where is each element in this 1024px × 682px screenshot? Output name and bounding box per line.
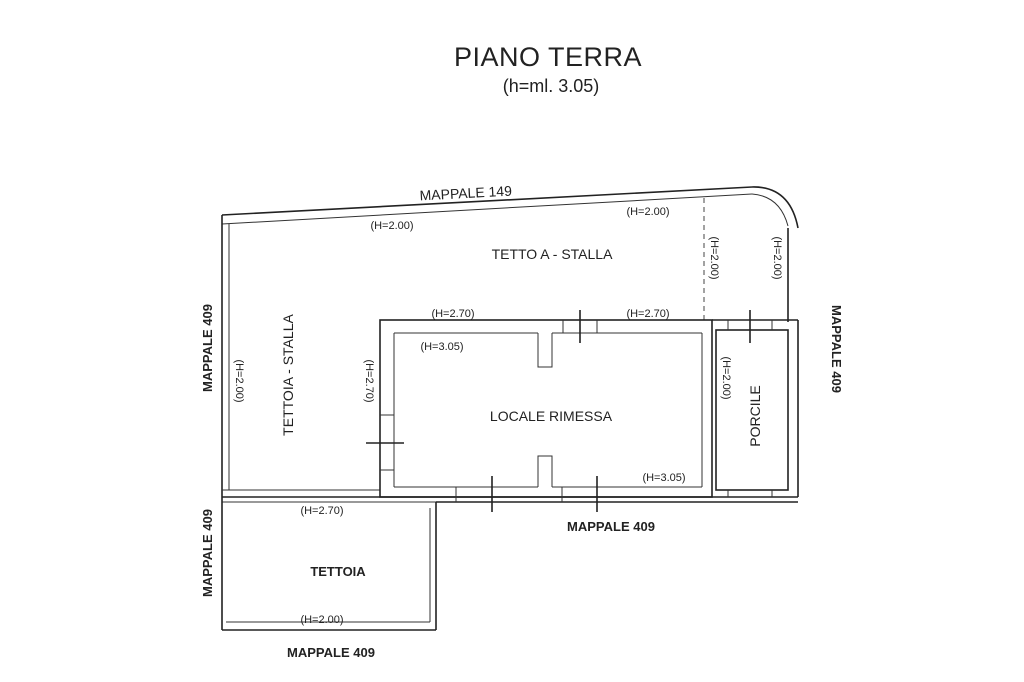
height-top-left: (H=2.00) bbox=[370, 220, 413, 232]
room-label-porcile: PORCILE bbox=[747, 385, 763, 446]
height-rimessa-top-right: (H=2.70) bbox=[626, 308, 669, 320]
porcile-walls bbox=[712, 310, 799, 497]
room-label-tetto-a-stalla: TETTO A - STALLA bbox=[492, 246, 614, 262]
boundary-south-center: MAPPALE 409 bbox=[567, 519, 655, 534]
height-tettoia-top: (H=2.70) bbox=[300, 505, 343, 517]
height-vert-right: (H=2.00) bbox=[771, 236, 783, 279]
height-top-right: (H=2.00) bbox=[626, 206, 669, 218]
room-label-locale-rimessa: LOCALE RIMESSA bbox=[490, 408, 613, 424]
boundary-east: MAPPALE 409 bbox=[829, 305, 844, 393]
tettoia-walls bbox=[221, 497, 437, 631]
height-rimessa-inner-bottom: (H=3.05) bbox=[642, 472, 685, 484]
height-rimessa-left-vert: (H=2.70) bbox=[363, 359, 375, 402]
page-subtitle: (h=ml. 3.05) bbox=[503, 76, 600, 96]
height-tettoia-stalla-vert: (H=2.00) bbox=[233, 359, 245, 402]
locale-rimessa-walls bbox=[366, 310, 713, 512]
height-porcile-vert: (H=2.00) bbox=[720, 356, 732, 399]
height-rimessa-top-left: (H=2.70) bbox=[431, 308, 474, 320]
boundary-west-upper: MAPPALE 409 bbox=[200, 304, 215, 392]
height-tettoia-bottom: (H=2.00) bbox=[300, 614, 343, 626]
outer-walls bbox=[221, 186, 799, 503]
room-label-tettoia: TETTOIA bbox=[310, 564, 366, 579]
boundary-north: MAPPALE 149 bbox=[419, 183, 512, 204]
page-title: PIANO TERRA bbox=[454, 42, 642, 72]
height-rimessa-inner-top: (H=3.05) bbox=[420, 341, 463, 353]
height-vert-dashed: (H=2.00) bbox=[708, 236, 720, 279]
boundary-south-lower: MAPPALE 409 bbox=[287, 645, 375, 660]
room-label-tettoia-stalla: TETTOIA - STALLA bbox=[280, 314, 296, 436]
boundary-west-lower: MAPPALE 409 bbox=[200, 509, 215, 597]
